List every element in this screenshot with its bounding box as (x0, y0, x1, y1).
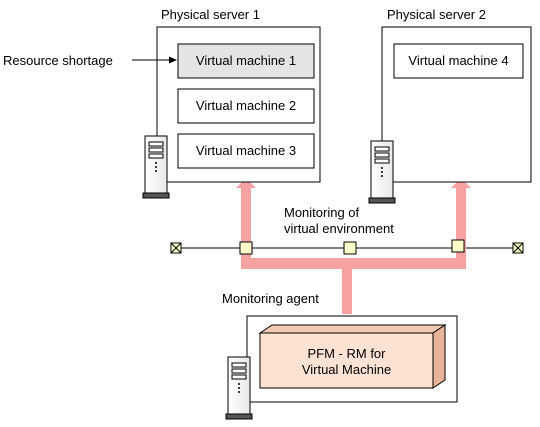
terminator-left (170, 242, 182, 254)
pfm-label-line-2: Virtual Machine (301, 362, 392, 377)
vm4-box (393, 43, 524, 79)
physical-server-1-title: Physical server 1 (161, 7, 260, 22)
vm3-box (177, 133, 315, 169)
terminator-right (512, 242, 524, 254)
vm4-label: Virtual machine 4 (408, 53, 509, 68)
vm2-label: Virtual machine 2 (195, 98, 297, 113)
monitoring-label-line-2: virtual environment (284, 221, 394, 236)
vm1-label: Virtual machine 1 (195, 53, 297, 68)
server-tower-icon-agent (225, 356, 253, 420)
vm3-label: Virtual machine 3 (195, 143, 297, 158)
pfm-label-line-1: PFM - RM for (307, 346, 386, 361)
monitoring-agent-label: Monitoring agent (222, 291, 319, 306)
callout-arrowhead (169, 56, 177, 64)
server-tower-icon-1 (142, 135, 170, 199)
vm2-box (177, 88, 315, 124)
network-node-server-1 (239, 241, 253, 255)
network-node-agent (343, 241, 357, 255)
pfm-box-front (259, 332, 434, 389)
physical-server-2-title: Physical server 2 (387, 7, 486, 22)
vm1-box (177, 43, 315, 79)
pfm-box-top (258, 324, 447, 334)
network-node-server-2 (451, 239, 465, 253)
pfm-box-side (432, 324, 446, 389)
resource-shortage-label: Resource shortage (3, 53, 113, 68)
monitoring-label-line-1: Monitoring of (284, 205, 360, 220)
server-tower-icon-2 (368, 140, 396, 204)
